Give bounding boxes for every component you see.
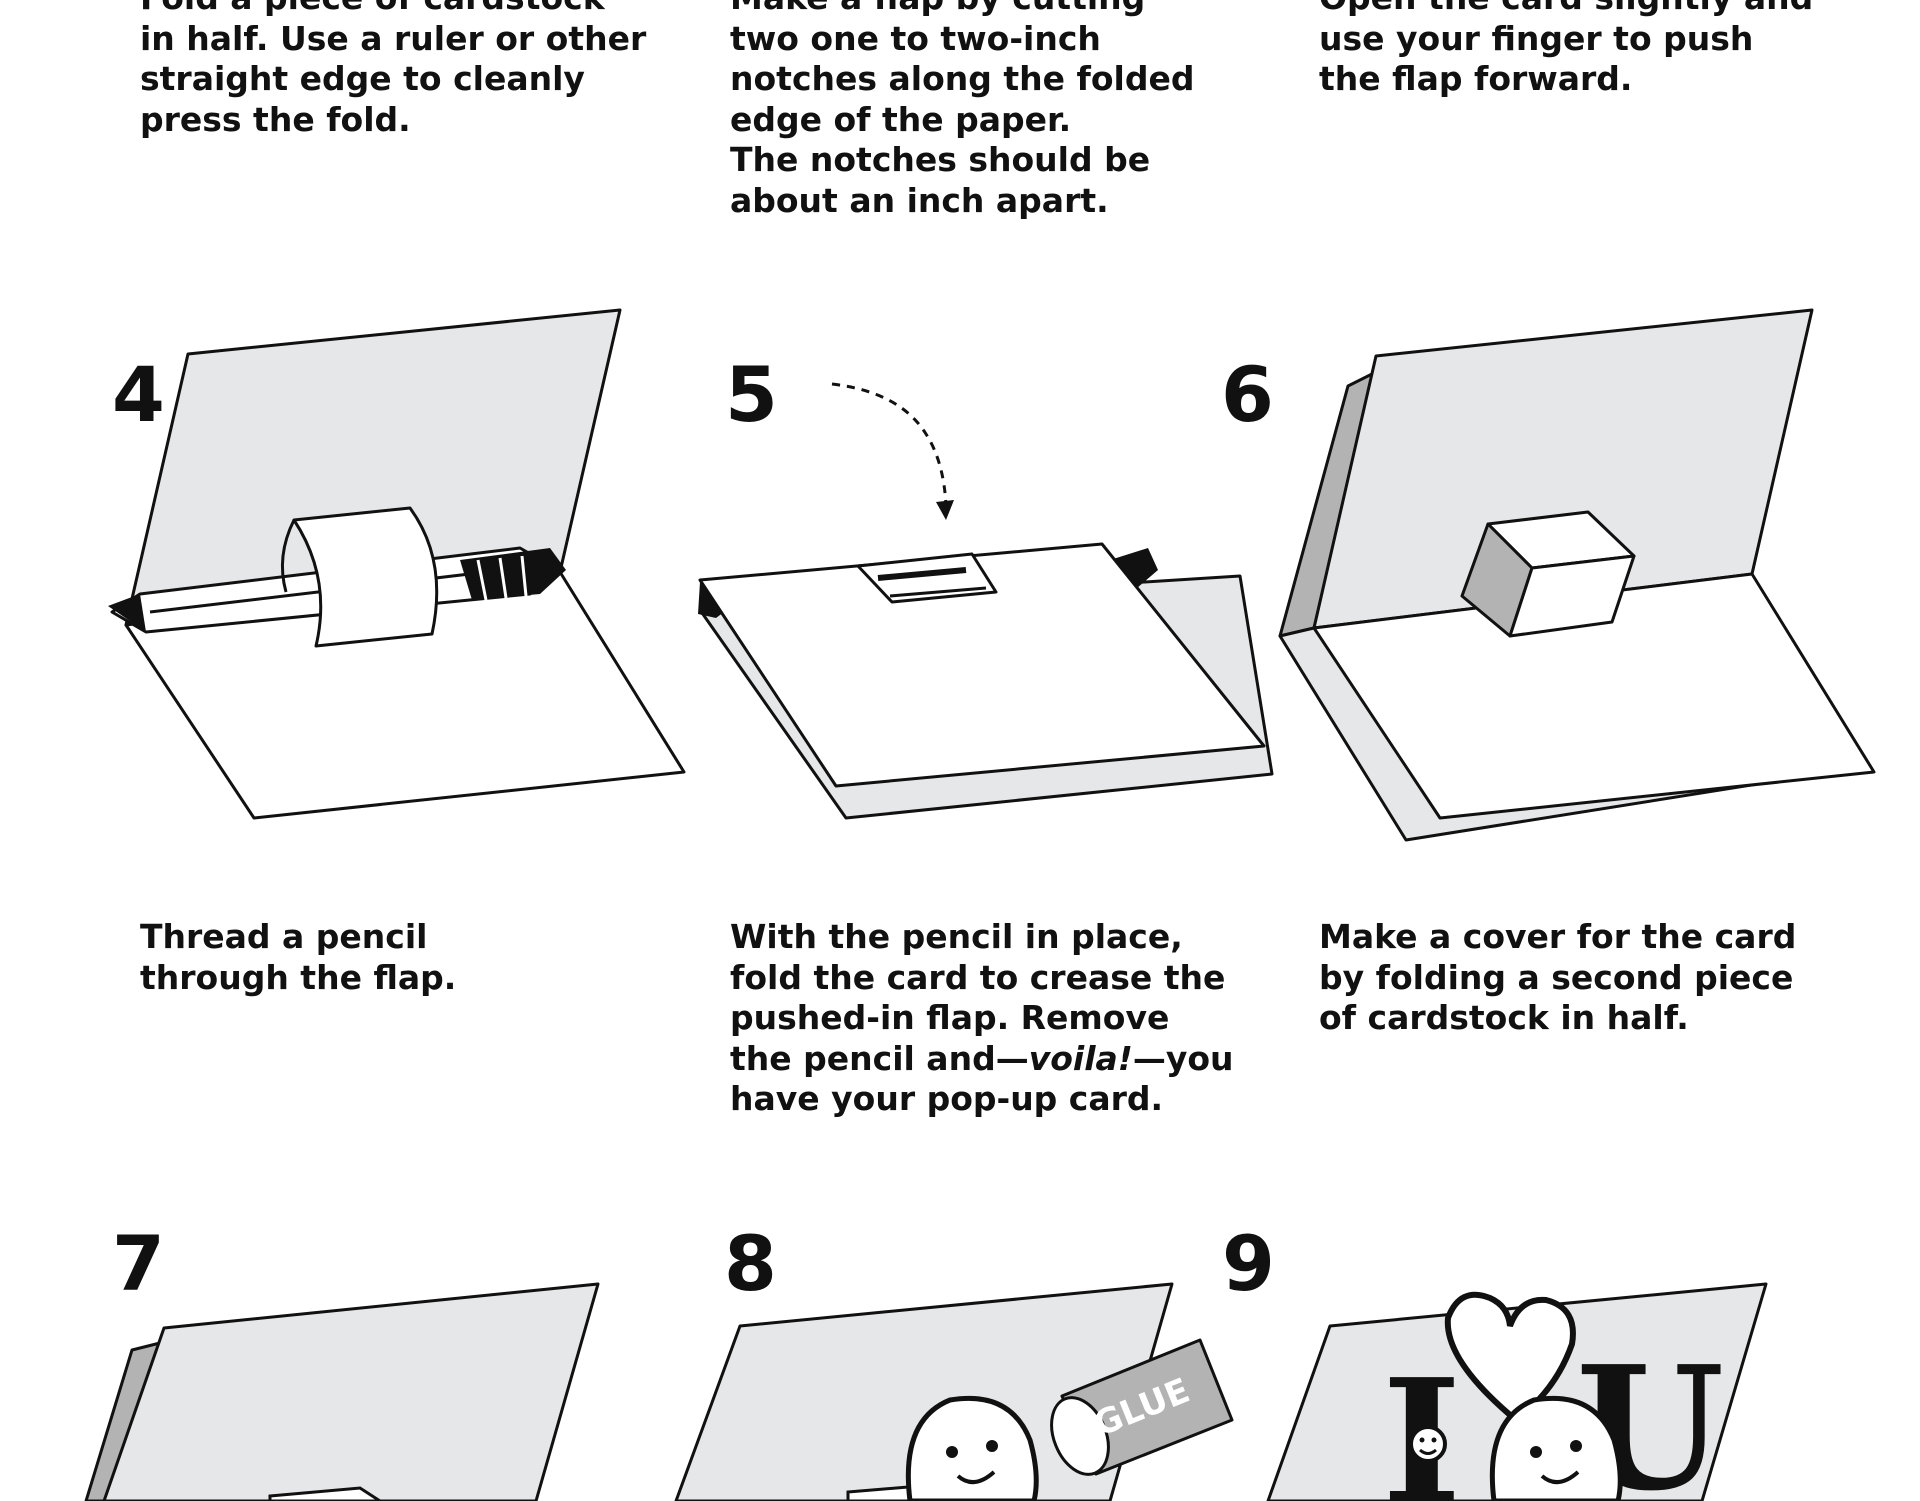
step-4-caption: Thread a pencil through the flap. bbox=[140, 917, 456, 998]
step-6-illustration bbox=[0, 0, 1920, 860]
card-letter-i: I bbox=[1382, 1342, 1462, 1501]
popup-box-icon bbox=[1462, 512, 1634, 636]
step-6-caption: Make a cover for the card by folding a s… bbox=[1319, 917, 1796, 1039]
step-5-caption: With the pencil in place, fold the card … bbox=[730, 917, 1234, 1120]
smiley-icon bbox=[1411, 1427, 1445, 1461]
step-9-illustration: I U bbox=[0, 1240, 1920, 1501]
step-5-caption-voila: voila! bbox=[1029, 1039, 1133, 1078]
